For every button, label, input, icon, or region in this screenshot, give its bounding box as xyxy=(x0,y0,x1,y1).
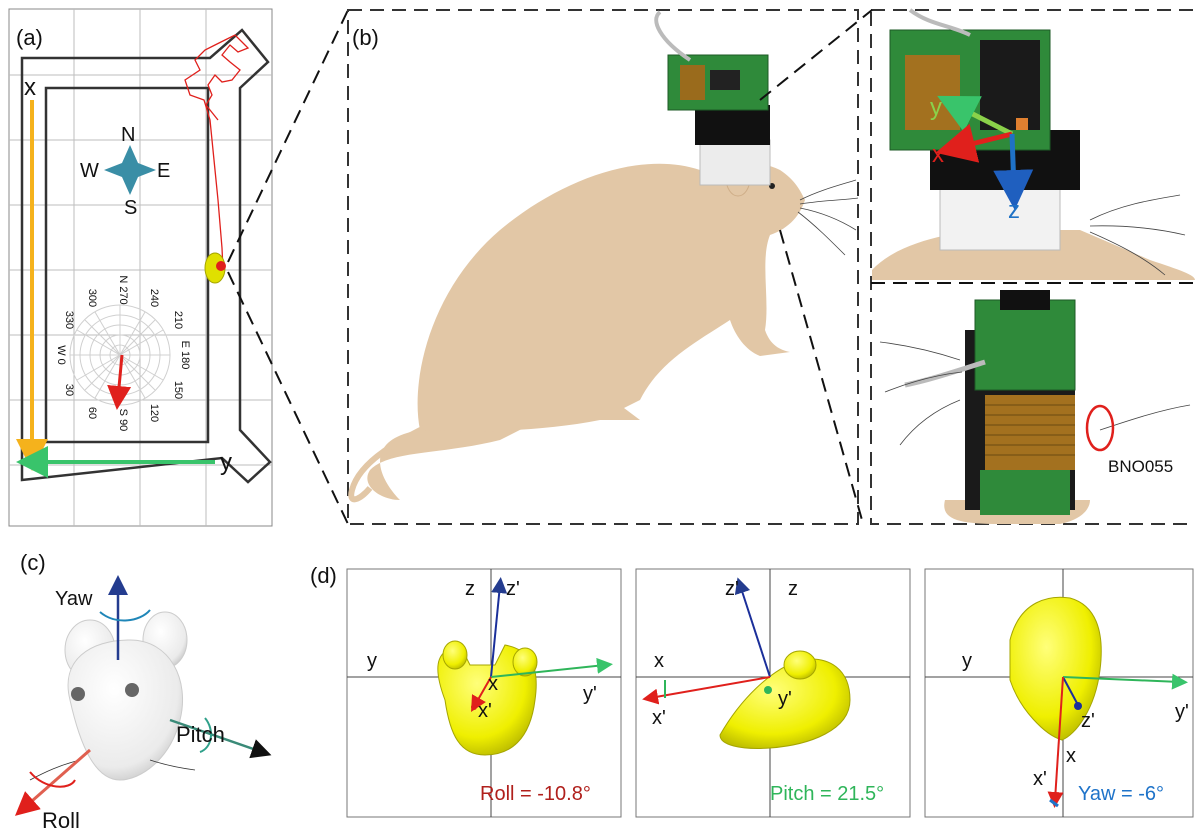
yaw-subpanel: y y' z' x x' Yaw = -6° xyxy=(924,568,1194,818)
panel-a-label: (a) xyxy=(16,25,43,50)
panel-d-label: (d) xyxy=(310,563,337,588)
pitch-rotation-icon xyxy=(199,717,212,753)
roll-rotation-icon xyxy=(29,771,76,788)
roll-subpanel: z z' y y' x x' Roll = -10.8° xyxy=(346,568,622,818)
inset-axis-y xyxy=(937,95,1014,137)
panel-c-label: (c) xyxy=(20,550,46,575)
axis-x-label: x xyxy=(24,74,36,101)
panel-d: (d) z z' y y' x x' Roll = -10.8° xyxy=(310,563,1194,818)
compass-e: E xyxy=(157,160,170,182)
roll-z-prime: z' xyxy=(506,578,520,600)
headstage-device xyxy=(654,10,771,186)
sensor-chip-icon xyxy=(1016,118,1028,130)
compass-s: S xyxy=(124,197,137,219)
yaw-x: x xyxy=(1066,745,1076,767)
polar-label: N 270 xyxy=(117,275,129,304)
zoom-line xyxy=(779,229,863,521)
yaw-angle-mark xyxy=(1049,798,1059,808)
yaw-y-prime: y' xyxy=(1175,701,1189,723)
pitch-x-prime: x' xyxy=(652,707,666,729)
inset-axis-x xyxy=(935,123,1013,163)
polar-label: 300 xyxy=(86,289,98,307)
panel-c: (c) Yaw Pitch Roll xyxy=(14,550,272,831)
sensor-highlight xyxy=(1085,404,1115,452)
polar-label: 330 xyxy=(63,311,75,329)
panel-b-inset-frame xyxy=(870,9,1195,525)
pitch-y-prime: y' xyxy=(778,688,792,710)
trajectory xyxy=(184,34,250,271)
heading-arrow xyxy=(107,354,132,410)
inset-axis-x-label: x xyxy=(932,141,944,168)
pitch-label: Pitch xyxy=(176,722,225,747)
roll-label: Roll xyxy=(42,808,80,831)
rat-position-dot xyxy=(216,261,226,271)
headstage-closeup xyxy=(872,8,1195,280)
zoom-line xyxy=(759,9,873,101)
polar-label: 120 xyxy=(148,404,160,422)
pitch-z-prime: z' xyxy=(725,578,739,600)
pitch-caption: Pitch = 21.5° xyxy=(770,783,884,805)
polar-label: S 90 xyxy=(117,409,129,432)
inset-axis-y-label: y xyxy=(930,94,942,121)
yaw-z-prime: z' xyxy=(1081,710,1095,732)
inset-axis-z-label: z xyxy=(1008,197,1020,224)
roll-x: x xyxy=(488,673,498,695)
pitch-z: z xyxy=(788,578,798,600)
roll-x-prime: x' xyxy=(478,700,492,722)
sensor-label: BNO055 xyxy=(1108,457,1173,476)
yaw-x-prime: x' xyxy=(1033,768,1047,790)
compass-n: N xyxy=(121,124,135,146)
pitch-axis xyxy=(169,718,272,759)
polar-labels: N 270 240 210 E 180 150 120 S 90 60 30 W… xyxy=(55,275,191,431)
panel-b-label: (b) xyxy=(352,25,379,50)
roll-y-prime: y' xyxy=(583,683,597,705)
panel-a: (a) x y N S E W N 270 240 210 E 180 150 … xyxy=(8,8,349,527)
panel-b-frame xyxy=(347,9,859,525)
polar-label: W 0 xyxy=(55,345,67,365)
board-closeup xyxy=(879,290,1191,524)
yaw-rotation-icon xyxy=(99,609,151,622)
polar-label: 30 xyxy=(63,384,75,396)
pitch-x: x xyxy=(654,650,664,672)
zoom-line xyxy=(227,271,349,525)
zoom-line xyxy=(227,9,349,263)
panel-a-grid xyxy=(9,9,272,526)
polar-plot xyxy=(69,304,171,406)
compass-w: W xyxy=(80,160,99,182)
yaw-y: y xyxy=(962,650,972,672)
yaw-caption: Yaw = -6° xyxy=(1078,783,1164,805)
roll-axis xyxy=(14,748,91,816)
polar-label: 210 xyxy=(172,311,184,329)
axis-y-label: y xyxy=(220,449,232,476)
inset-axis-z xyxy=(993,133,1034,210)
yaw-label: Yaw xyxy=(55,588,93,610)
rat-illustration xyxy=(348,159,859,503)
arena-outer xyxy=(20,28,272,484)
polar-label: 240 xyxy=(148,289,160,307)
rat-head-model xyxy=(29,611,196,781)
arena-inner xyxy=(44,86,210,444)
polar-label: 150 xyxy=(172,381,184,399)
roll-caption: Roll = -10.8° xyxy=(480,783,591,805)
polar-label: E 180 xyxy=(179,341,191,370)
panel-b: (b) xyxy=(347,8,1195,525)
roll-y: y xyxy=(367,650,377,672)
roll-z: z xyxy=(465,578,475,600)
compass-icon xyxy=(104,145,156,195)
polar-label: 60 xyxy=(86,407,98,419)
pitch-subpanel: z' z x x' y' Pitch = 21.5° xyxy=(635,568,911,818)
